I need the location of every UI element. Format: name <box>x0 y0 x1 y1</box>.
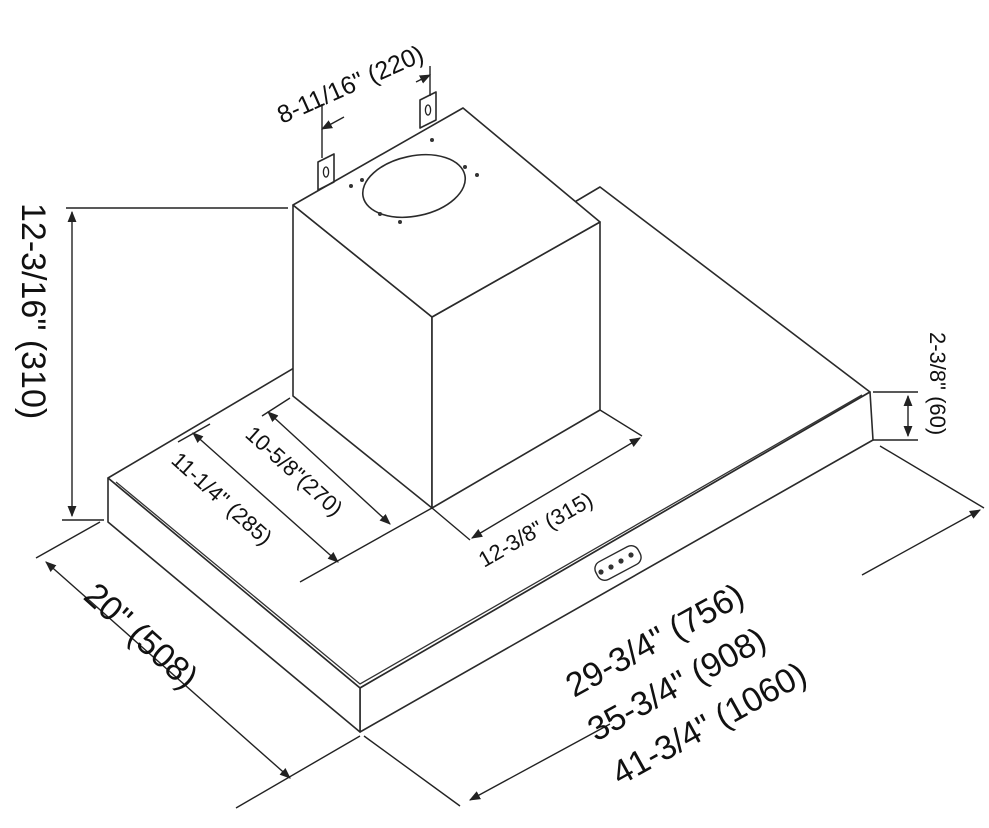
dim-chimney-front-width <box>431 409 643 541</box>
dim-base-side-depth <box>177 423 433 583</box>
button-icon <box>608 564 614 570</box>
screw-hole-icon <box>398 220 402 224</box>
mounting-bracket-right <box>419 91 437 129</box>
screw-hole-icon <box>463 165 467 169</box>
label-top-spacing: 8-11/16" (220) <box>273 40 428 129</box>
button-icon <box>628 552 634 558</box>
duct-opening <box>361 153 467 219</box>
chimney-top-face <box>292 107 601 318</box>
chimney-box <box>292 107 601 509</box>
screw-hole-icon <box>430 138 434 142</box>
screw-hole-icon <box>360 178 364 182</box>
button-icon <box>598 569 604 575</box>
label-hood-depth: 20" (508) <box>77 576 206 697</box>
mounting-bracket-left <box>317 153 335 191</box>
control-panel <box>594 545 642 581</box>
screw-hole-icon <box>475 173 479 177</box>
dim-hood-depth <box>35 521 361 809</box>
dim-hood-thickness <box>873 391 918 441</box>
dim-top-spacing <box>321 66 432 158</box>
dim-hood-width <box>363 445 985 807</box>
screw-hole-icon <box>378 212 382 216</box>
screw-hole-icon <box>349 184 353 188</box>
dim-chimney-height <box>62 207 288 521</box>
button-icon <box>618 558 624 564</box>
label-chimney-height: 12-3/16" (310) <box>14 203 52 419</box>
label-hood-thickness: 2-3/8" (60) <box>925 332 950 435</box>
